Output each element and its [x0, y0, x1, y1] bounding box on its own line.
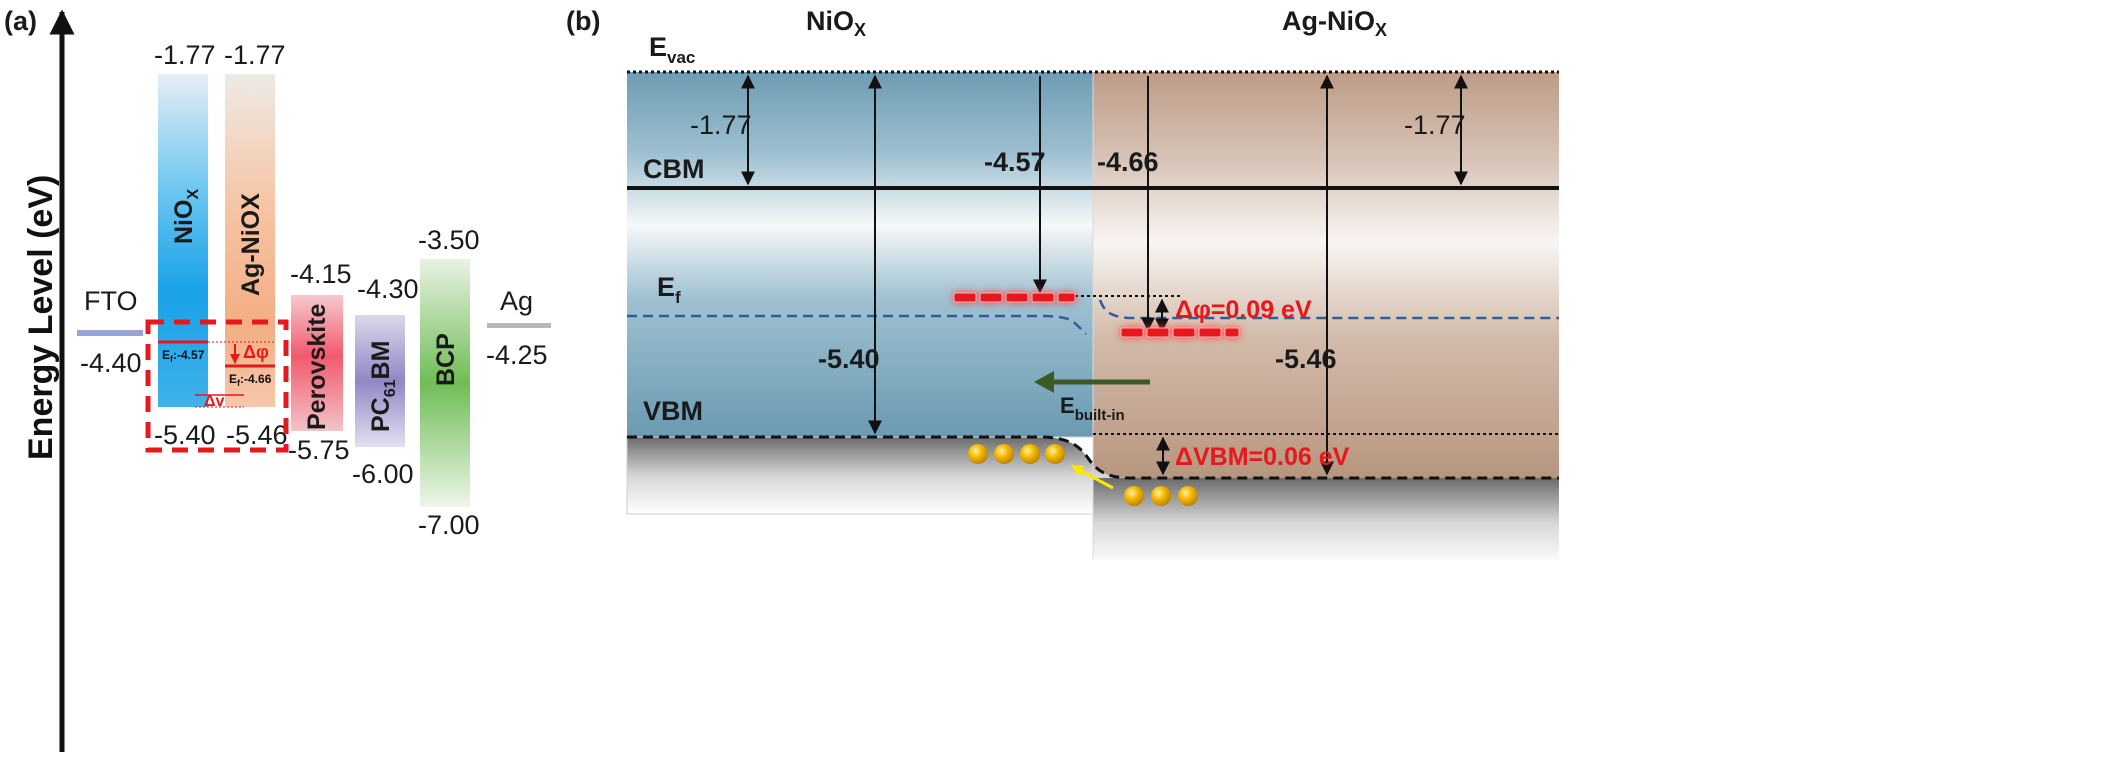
niox-name: NiOX: [170, 189, 202, 244]
niox-bottom-value: -5.40: [154, 420, 216, 450]
agniox-name: Ag-NiOX: [237, 193, 265, 296]
bcp-bar-group: -3.50 -7.00 BCP: [418, 225, 480, 540]
hole: [968, 444, 988, 464]
ag-bar: [487, 323, 551, 328]
defect-state: [1120, 327, 1144, 338]
agniox-bar: [225, 74, 275, 407]
defect-state: [953, 292, 977, 303]
niox-top-value: -1.77: [154, 40, 216, 70]
hole: [1151, 486, 1171, 506]
perovskite-bar: [291, 295, 343, 431]
hole-transfer-arrow: [1070, 464, 1114, 490]
pcbm-name: PC61BM: [367, 341, 399, 432]
left-ef-value: -4.57: [984, 147, 1046, 177]
bcp-bottom-value: -7.00: [418, 510, 480, 540]
ef-curve-left: [627, 314, 1087, 335]
defect-state: [1146, 327, 1170, 338]
right-title: Ag-NiOX: [1282, 6, 1387, 40]
agniox-bar-group: -1.77 -5.46 Ag-NiOX Ef:-4.66 Δφ Δv: [195, 40, 288, 450]
pcbm-bar-group: -4.30 -6.00 PC61BM: [352, 274, 419, 489]
delta-v-label: Δv: [204, 393, 225, 410]
defect-states-left: [953, 292, 1076, 303]
panel-b: (b) NiOX Ag-NiOX Evac CBM Ef VBM -1.77 -…: [566, 6, 1559, 560]
perovskite-name: Perovskite: [303, 303, 331, 430]
highlight-box: [145, 319, 289, 453]
panel-b-label: (b): [566, 6, 600, 36]
right-ef-value: -4.66: [1097, 147, 1159, 177]
y-axis-label: Energy Level (eV): [22, 175, 60, 460]
defect-state: [979, 292, 1003, 303]
niox-region: [627, 72, 1093, 437]
hole: [1178, 486, 1198, 506]
ef-curve-right: [1098, 299, 1559, 320]
built-in-field-arrowhead: [1034, 371, 1054, 393]
ag-name: Ag: [500, 286, 533, 316]
vbm-label: VBM: [643, 396, 703, 426]
hole: [994, 444, 1014, 464]
hole: [1045, 444, 1065, 464]
defect-state: [1005, 292, 1029, 303]
defect-state: [1172, 327, 1196, 338]
evac-label: Evac: [649, 32, 695, 67]
ag-value: -4.25: [486, 340, 548, 370]
niox-bar: [158, 74, 208, 407]
agniox-valence-region: [1093, 478, 1559, 560]
right-vbm-value: -5.46: [1275, 344, 1337, 374]
agniox-bottom-value: -5.46: [226, 420, 288, 450]
bcp-top-value: -3.50: [418, 225, 480, 255]
perovskite-bottom-value: -5.75: [288, 435, 350, 465]
fto-value: -4.40: [80, 348, 142, 378]
defect-state: [1031, 292, 1055, 303]
defect-states-right: [1120, 327, 1240, 338]
panel-a-label: (a): [4, 6, 37, 36]
left-vbm-value: -5.40: [818, 344, 880, 374]
defect-state: [1198, 327, 1222, 338]
panel-a: (a) Energy Level (eV) FTO -4.40 -1.77 -5…: [4, 6, 551, 752]
ag-level: Ag -4.25: [486, 286, 551, 370]
perovskite-bar-group: -4.15 -5.75 Perovskite: [288, 259, 352, 465]
left-title: NiOX: [806, 6, 866, 40]
hole: [1020, 444, 1040, 464]
agniox-top-value: -1.77: [224, 40, 286, 70]
pcbm-top-value: -4.30: [357, 274, 419, 304]
vbm-curve: [627, 435, 1559, 480]
hole: [1124, 486, 1144, 506]
cbm-label: CBM: [643, 154, 705, 184]
delta-phi-label: Δφ: [243, 342, 269, 362]
agniox-ef-label: Ef:-4.66: [229, 372, 272, 388]
pcbm-bottom-value: -6.00: [352, 459, 414, 489]
pcbm-bar: [355, 315, 405, 447]
left-vac-cbm-value: -1.77: [690, 110, 752, 140]
holes-right: [1124, 486, 1198, 506]
delta-phi-label-b: Δφ=0.09 eV: [1175, 296, 1312, 324]
defect-state: [1224, 327, 1240, 338]
niox-ef-label: Ef:-4.57: [162, 348, 205, 364]
bcp-name: BCP: [432, 333, 460, 386]
right-vac-cbm-value: -1.77: [1404, 110, 1466, 140]
delta-vbm-label: ΔVBM=0.06 eV: [1175, 443, 1350, 471]
fto-level: FTO -4.40: [77, 286, 143, 378]
holes-left: [968, 444, 1065, 464]
niox-bar-group: -1.77 -5.40 NiOX Ef:-4.57: [154, 40, 216, 450]
bcp-bar: [420, 259, 470, 507]
ef-label: Ef: [657, 272, 681, 307]
fto-bar: [77, 330, 143, 336]
defect-state: [1057, 292, 1076, 303]
built-in-field-label: Ebuilt-in: [1060, 393, 1125, 424]
fto-name: FTO: [84, 286, 138, 316]
perovskite-top-value: -4.15: [290, 259, 352, 289]
